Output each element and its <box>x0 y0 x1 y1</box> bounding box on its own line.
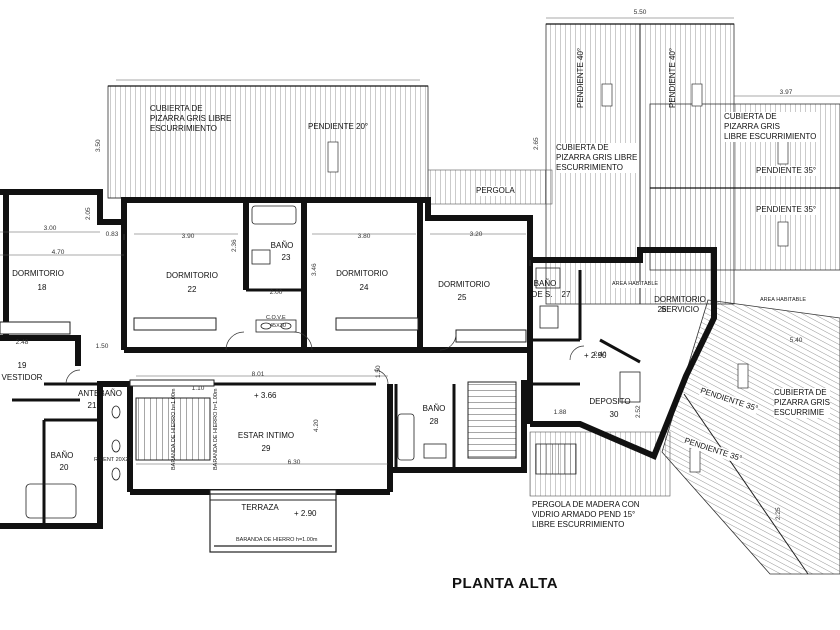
room-dormitorio-18-number: 18 <box>37 283 47 292</box>
dim-3-80: 3.80 <box>357 233 371 240</box>
dim-3-50: 3.50 <box>95 139 102 152</box>
note-baranda-terraza: BARANDA DE HIERRO h=1.00m <box>236 537 318 543</box>
dim-5-40: 5.40 <box>789 337 803 344</box>
room-antebano-21-number: 21 <box>87 401 97 410</box>
dim-3-20: 3.20 <box>469 231 483 238</box>
room-dormitorio-22-name: DORMITORIO <box>166 271 218 280</box>
room-bano-23-number: 23 <box>281 253 291 262</box>
room-estar-intimo-29-name: ESTAR INTIMO <box>237 431 295 440</box>
room-terraza-name: TERRAZA <box>241 503 279 512</box>
room-antebano-21-name: ANTEBAÑO <box>77 389 123 398</box>
room-dormitorio-24-name: DORMITORIO <box>336 269 388 278</box>
room-dormitorio-22-number: 22 <box>187 285 197 294</box>
roof-note-pendiente-40-left: PENDIENTE 40° <box>576 47 585 108</box>
dim-2-25: 2.25 <box>775 507 782 520</box>
level-estar: + 3.66 <box>254 391 277 400</box>
windows <box>0 317 527 501</box>
pergola <box>427 169 553 205</box>
roof-note-pergola: PERGOLA <box>476 186 515 196</box>
note-cove-dim: 45X30 <box>270 323 286 329</box>
roof-note-pergola-madera: PERGOLA DE MADERA CON VIDRIO ARMADO PEND… <box>532 500 640 530</box>
room-vestidor-19-name: VESTIDOR <box>1 373 43 382</box>
roof-note-cubierta-main: CUBIERTA DE PIZARRA GRIS LIBRE ESCURRIMI… <box>150 104 232 133</box>
note-area-habitable-1: AREA HABITABLE <box>612 281 659 288</box>
roof-note-pendiente-20: PENDIENTE 20° <box>308 122 369 131</box>
dim-2-65: 2.65 <box>533 137 540 150</box>
stairs <box>135 381 577 475</box>
dim-2-52: 2.52 <box>635 405 642 418</box>
room-deposito-30-name: DEPOSITO <box>589 397 631 406</box>
room-dormitorio-24-number: 24 <box>359 283 369 292</box>
room-dormitorio-25-number: 25 <box>457 293 467 302</box>
roof-southeast <box>661 299 840 575</box>
note-cove: C.O.V.E <box>266 315 286 321</box>
dim-1-50-a: 1.50 <box>95 343 109 350</box>
room-bano-23-name: BAÑO <box>270 241 294 250</box>
room-estar-intimo-29-number: 29 <box>261 444 271 453</box>
interior-walls <box>12 270 641 526</box>
dim-2-05: 2.05 <box>85 207 92 220</box>
room-deposito-30-number: 30 <box>609 410 619 419</box>
roof-note-cubierta-east: CUBIERTA DE PIZARRA GRIS LIBRE ESCURRIMI… <box>724 112 817 142</box>
fixtures <box>25 205 641 519</box>
level-servicio: + 2.90 <box>584 351 607 360</box>
dim-1-88: 1.88 <box>553 409 567 416</box>
room-dormitorio-18-name: DORMITORIO <box>12 269 64 278</box>
room-bano-27-number: 27 <box>561 290 571 299</box>
room-dormitorio-26-sub2: SERVICIO <box>660 305 700 314</box>
room-dormitorio-26-name: DORMITORIO <box>654 295 706 304</box>
room-dormitorio-26-number: 26 <box>657 305 667 314</box>
walls <box>0 189 717 529</box>
dim-3-46: 3.46 <box>311 263 318 276</box>
slope-arrows <box>327 83 789 473</box>
roof-main <box>107 85 429 199</box>
level-terraza: + 2.90 <box>294 509 317 518</box>
dim-3-97: 3.97 <box>779 89 793 96</box>
dim-5-50: 5.50 <box>633 9 647 16</box>
room-bano-28-name: BAÑO <box>422 404 446 413</box>
room-dormitorio-25-name: DORMITORIO <box>438 280 490 289</box>
dim-4-70: 4.70 <box>51 249 65 256</box>
terrace <box>209 493 337 553</box>
dim-8-01: 8.01 <box>251 371 265 378</box>
room-bano-20-number: 20 <box>59 463 69 472</box>
roof-note-cubierta-southeast: CUBIERTA DE PIZARRA GRIS ESCURRIMIE <box>774 388 831 418</box>
dimension-lines <box>0 17 840 465</box>
note-vent: R.VENT 20X20 <box>94 457 132 463</box>
roof-note-pendiente-35-east-2: PENDIENTE 35° <box>756 205 817 215</box>
room-bano-20-name: BAÑO <box>50 451 74 460</box>
dim-2-36: 2.36 <box>231 239 238 252</box>
dim-0-83: 0.83 <box>105 231 119 238</box>
dim-2-00: 2.00 <box>269 289 283 296</box>
room-bano-27-name: BAÑO <box>533 279 557 288</box>
doors <box>65 331 585 385</box>
note-baranda-stair-2: BARANDA DE HIERRO h=1.00m <box>213 388 219 470</box>
dim-3-00: 3.00 <box>43 225 57 232</box>
dim-2-48: 2.48 <box>15 339 29 346</box>
roof-note-cubierta-tower: CUBIERTA DE PIZARRA GRIS LIBRE ESCURRIMI… <box>556 143 638 173</box>
note-area-habitable-2: AREA HABITABLE <box>760 297 807 304</box>
dim-3-90: 3.90 <box>181 233 195 240</box>
room-vestidor-19-number: 19 <box>17 361 27 370</box>
dim-2-40: 2.40 <box>593 351 607 358</box>
dim-6-30: 6.30 <box>287 459 301 466</box>
roof-note-pendiente-40-right: PENDIENTE 40° <box>668 47 677 108</box>
roof-note-pendiente-35-east-1: PENDIENTE 35° <box>756 166 817 176</box>
note-baranda-stair-1: BARANDA DE HIERRO h=1.00m <box>171 388 177 470</box>
dim-1-50-b: 1.50 <box>375 365 382 378</box>
dim-4-20: 4.20 <box>313 419 320 432</box>
dim-1-10: 1.10 <box>191 385 205 392</box>
room-bano-28-number: 28 <box>429 417 439 426</box>
room-bano-27-sub: DE S. <box>531 290 553 299</box>
page-title: PLANTA ALTA <box>452 575 559 592</box>
